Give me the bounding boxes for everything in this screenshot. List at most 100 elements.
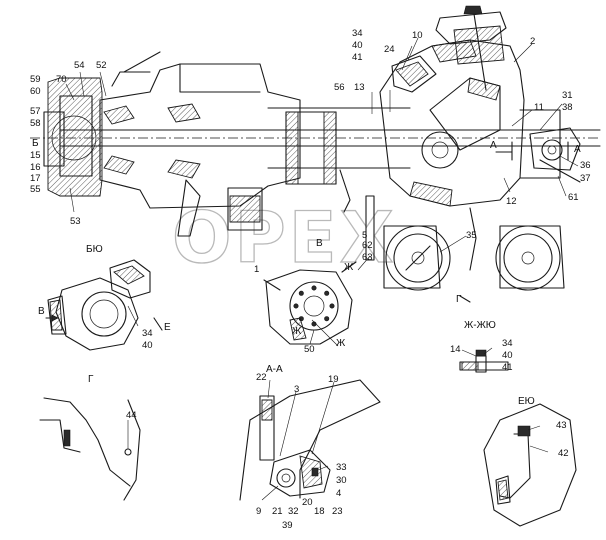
- leader-53: [69, 187, 75, 213]
- bevel-ring-gear: [429, 77, 501, 151]
- callout-label-61: 61: [568, 192, 579, 203]
- leader-50: [309, 329, 315, 345]
- callout-label-20: 20: [302, 497, 313, 508]
- view-byu-cap-section: [113, 265, 145, 285]
- brake-chamber-left: [385, 225, 451, 291]
- leader-52: [99, 71, 107, 97]
- flange-bolt: [293, 303, 299, 309]
- flange-bolt: [324, 290, 330, 296]
- view-g-inner: [39, 419, 81, 453]
- leader-lines: [65, 37, 579, 501]
- bearing-lower-left: [103, 155, 135, 175]
- eyu-outline: [483, 403, 577, 527]
- arrow-v2-head: [51, 314, 59, 322]
- bracket-section: [229, 195, 261, 223]
- brake-chamber-bracket: [227, 187, 263, 231]
- callout-label-a1: А: [490, 140, 497, 151]
- leader-10: [407, 37, 419, 61]
- callout-label-50: 50: [304, 344, 315, 355]
- bracket-bore: [547, 145, 557, 155]
- hose-lead: [339, 169, 351, 213]
- callout-label-24: 24: [384, 44, 395, 55]
- pinion-nut: [463, 5, 483, 15]
- leader-31: [539, 103, 563, 131]
- spring-seat-section-2: [323, 111, 337, 185]
- callout-label-41a: 41: [352, 52, 363, 63]
- zhzh-plate-section: [461, 361, 479, 371]
- callout-label-63: 63: [362, 252, 373, 263]
- callout-label-56: 56: [334, 82, 345, 93]
- aa-lever-section: [261, 399, 273, 421]
- callout-label-9: 9: [256, 506, 261, 517]
- callout-label-15: 15: [30, 150, 41, 161]
- diff-gear-hub: [431, 141, 449, 159]
- leader-3: [279, 391, 297, 457]
- callout-label-35: 35: [466, 230, 477, 241]
- leader-24: [401, 45, 413, 71]
- axle-housing-left: [99, 63, 301, 209]
- brake-bracket: [529, 127, 581, 171]
- section-line-zh: [311, 319, 339, 347]
- view-byu: [47, 259, 151, 351]
- hub-cavity: [59, 95, 93, 177]
- callout-label-32: 32: [288, 506, 299, 517]
- callout-label-19: 19: [328, 374, 339, 385]
- leader-22: [267, 379, 271, 399]
- view-g-bracket: [63, 429, 71, 447]
- knuckle-arm: [111, 71, 151, 87]
- callout-label-v: В: [316, 238, 323, 249]
- callout-label-e1: Е: [164, 322, 171, 333]
- eyu-bracket-section: [497, 479, 509, 501]
- leader-2: [513, 43, 533, 63]
- bearing-upper-right: [167, 103, 201, 123]
- view-g-hole: [124, 448, 132, 456]
- lever-1: [263, 279, 281, 291]
- eyu-nut: [517, 425, 531, 437]
- bracket-boss: [541, 139, 563, 161]
- leader-12: [503, 177, 511, 193]
- tie-arm: [177, 179, 201, 237]
- callout-label-52: 52: [96, 60, 107, 71]
- callout-label-22: 22: [256, 372, 267, 383]
- arrow-zh1: [341, 261, 357, 273]
- callout-label-31: 31: [562, 90, 573, 101]
- callout-label-58: 58: [30, 118, 41, 129]
- callout-label-54: 54: [74, 60, 85, 71]
- leader-54: [79, 71, 85, 97]
- callout-label-37: 37: [580, 173, 591, 184]
- callout-label-44: 44: [126, 410, 137, 421]
- callout-label-3: 3: [294, 384, 299, 395]
- callout-label-40b: 40: [142, 340, 153, 351]
- callout-label-12: 12: [506, 196, 517, 207]
- view-g-contour: [43, 397, 131, 487]
- leader-36: [559, 155, 579, 167]
- aa-adjuster-body: [269, 449, 331, 497]
- callout-label-g1: Г: [456, 294, 462, 305]
- callout-label-60: 60: [30, 86, 41, 97]
- callout-label-16: 16: [30, 162, 41, 173]
- callout-label-59: 59: [30, 74, 41, 85]
- leader-35: [439, 235, 467, 253]
- aa-plug: [311, 467, 319, 477]
- housing-cover: [391, 55, 437, 93]
- callout-label-62: 62: [362, 240, 373, 251]
- callout-label-aa: А-А: [266, 364, 283, 375]
- leader-61: [557, 175, 567, 197]
- view-byu-cap: [109, 259, 151, 299]
- housing-section-bottom: [409, 181, 453, 207]
- leader-70: [65, 83, 75, 101]
- brake-chamber-right-body: [499, 225, 565, 289]
- callout-label-11: 11: [534, 102, 544, 113]
- callout-label-eyu: ЕЮ: [518, 396, 535, 407]
- view-byu-flange: [47, 295, 67, 335]
- stud-bolt: [365, 195, 375, 261]
- zhzh-bolt: [475, 355, 487, 373]
- callout-label-39: 39: [282, 520, 293, 531]
- view-aa: [239, 379, 381, 501]
- flange-bolt: [298, 290, 304, 296]
- bearing-lower-right: [167, 159, 201, 179]
- callout-label-23: 23: [332, 506, 343, 517]
- leader-34c: [483, 347, 493, 355]
- brake-chamber-right: [495, 225, 561, 291]
